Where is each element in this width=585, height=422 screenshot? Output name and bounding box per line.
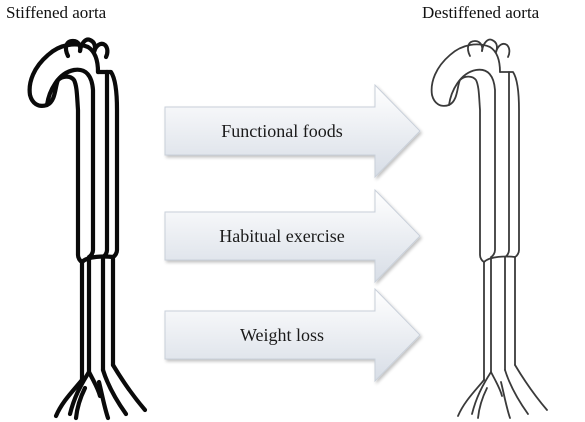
arrow-habitual-exercise: Habitual exercise	[165, 190, 420, 282]
arrow-functional-foods: Functional foods	[165, 85, 420, 177]
arrow-label: Functional foods	[221, 121, 343, 141]
arrow-weight-loss: Weight loss	[165, 289, 420, 381]
destiffened-aorta-illustration	[432, 40, 547, 418]
arrow-label: Weight loss	[240, 325, 324, 345]
stiffened-aorta-illustration	[30, 40, 145, 418]
arrow-label: Habitual exercise	[219, 226, 344, 246]
